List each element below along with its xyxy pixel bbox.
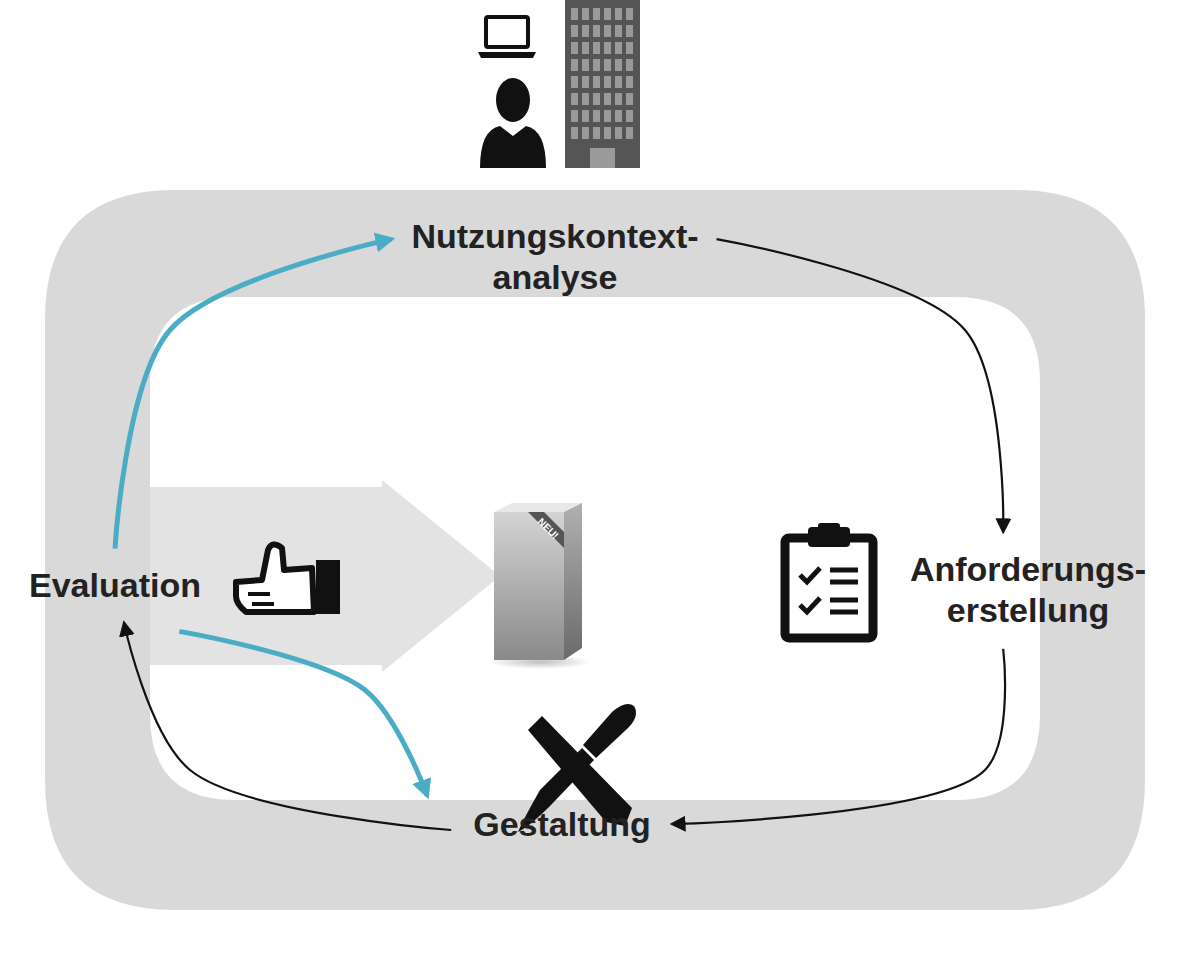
phase-label: Gestaltung	[467, 800, 657, 849]
phase-name: Nutzungskontext- analyse	[411, 216, 698, 298]
product-box-side	[564, 503, 582, 660]
phase-name: Evaluation	[29, 565, 201, 606]
phase-label: Anforderungs- erstellung	[904, 545, 1152, 635]
result-arrow	[150, 480, 500, 672]
building-icon	[565, 0, 640, 168]
flow-arrow	[673, 649, 1005, 824]
clipboard-icon	[785, 523, 873, 638]
feedback-arrow	[179, 631, 427, 795]
flow-arrow	[717, 239, 1004, 531]
product-box	[494, 512, 564, 660]
cycle-track	[45, 190, 1145, 910]
phase-label: Nutzungskontext- analyse	[405, 212, 704, 302]
person-icon	[480, 78, 546, 168]
flow-arrow	[124, 623, 451, 830]
thumbs-up-icon	[236, 544, 340, 614]
phase-label: Evaluation	[23, 561, 207, 610]
feedback-arrow	[115, 239, 391, 549]
phase-name: Gestaltung	[473, 804, 651, 845]
new-ribbon	[528, 512, 564, 548]
phase-name: Anforderungs- erstellung	[910, 549, 1146, 631]
laptop-icon	[478, 17, 536, 58]
